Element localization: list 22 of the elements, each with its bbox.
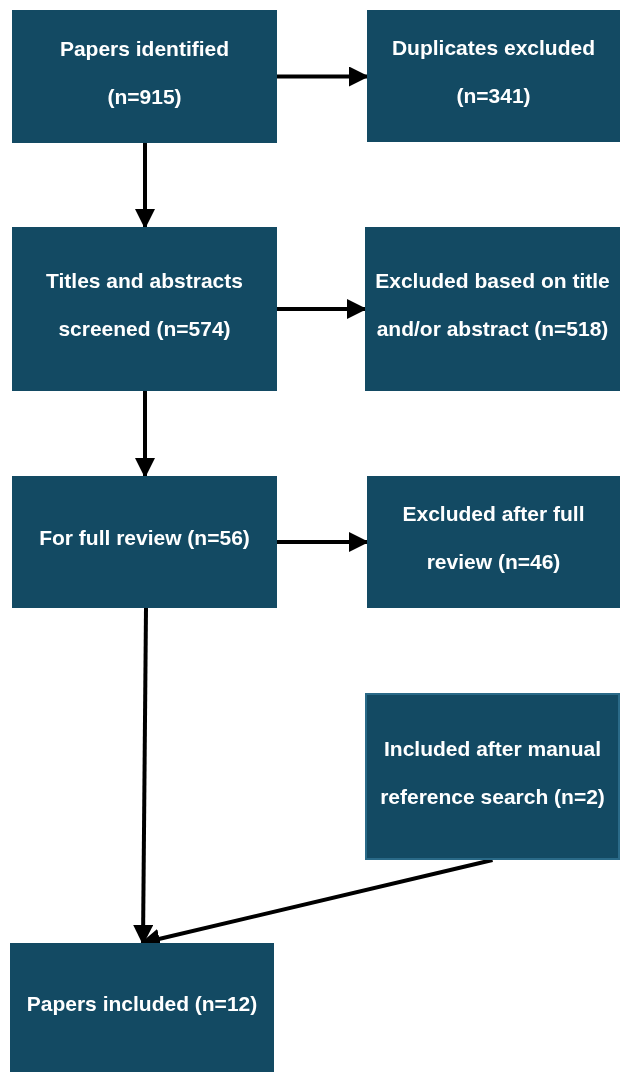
- process-box: [12, 476, 277, 608]
- process-box: [12, 10, 277, 143]
- box-label: Papers included (n=12): [26, 990, 258, 1017]
- arrow: [277, 532, 369, 552]
- arrow: [135, 391, 155, 478]
- process-box: [367, 10, 620, 142]
- box-label: Excluded after full review (n=46): [401, 501, 586, 575]
- process-box: [365, 227, 620, 391]
- box-label: Papers identified (n=915): [58, 35, 231, 110]
- arrow: [135, 143, 155, 229]
- process-box: [365, 693, 620, 860]
- box-label: Excluded based on title and/or abstract (n=518): [375, 268, 610, 342]
- arrow: [277, 299, 367, 319]
- process-box: [10, 943, 274, 1072]
- process-box: [367, 476, 620, 608]
- box-label: Duplicates excluded (n=341): [390, 35, 597, 109]
- box-label: For full review (n=56): [39, 525, 250, 551]
- box-label: Included after manual reference search (n=2): [379, 735, 606, 810]
- box-label: Titles and abstracts screened (n=574): [45, 268, 244, 342]
- arrow: [133, 608, 154, 945]
- process-box: [12, 227, 277, 391]
- arrow: [277, 66, 369, 87]
